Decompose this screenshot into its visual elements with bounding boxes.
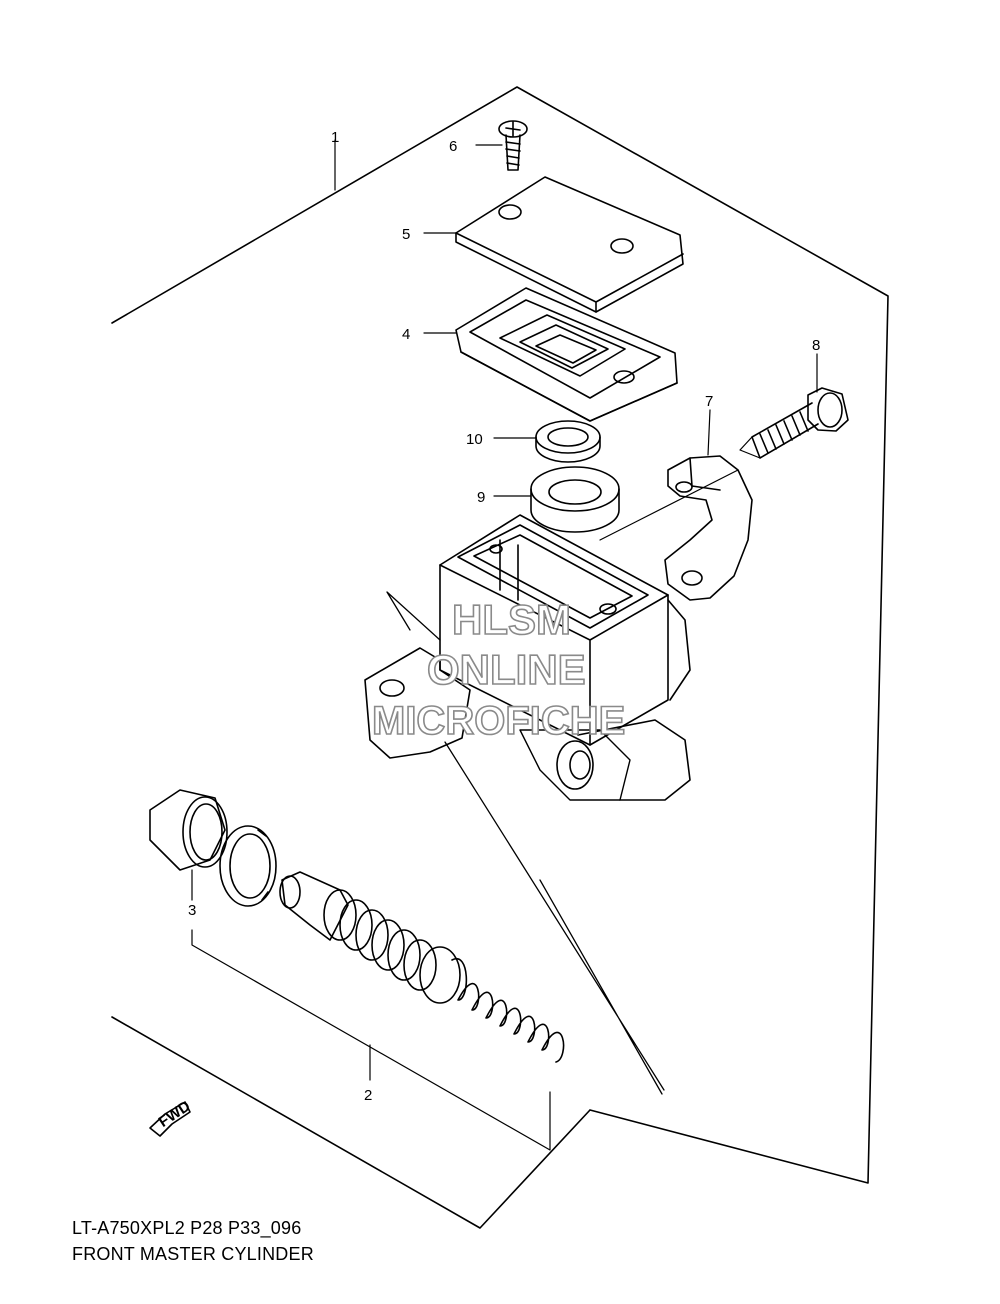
callout-8: 8: [812, 337, 820, 354]
callout-6: 6: [449, 138, 457, 155]
callout-10: 10: [466, 431, 483, 448]
callout-7: 7: [705, 393, 713, 410]
callout-5: 5: [402, 226, 410, 243]
watermark-line-1: HLSM: [452, 596, 571, 643]
spring: [451, 957, 565, 1063]
forward-arrow-icon: [149, 1101, 191, 1137]
diagram-title: FRONT MASTER CYLINDER: [72, 1244, 314, 1264]
part-4-plate: [455, 287, 678, 422]
assembly-outline: [111, 86, 889, 1229]
callout-4: 4: [402, 326, 410, 343]
master-cylinder-body: [364, 514, 691, 801]
watermark-line-2: ONLINE: [427, 646, 586, 693]
part-5-cap: [455, 176, 684, 313]
part-8-bolt: [739, 387, 849, 459]
circlip: [219, 825, 277, 907]
watermark: HLSM ONLINE MICROFICHE: [371, 595, 626, 744]
part-6-screw: [498, 120, 528, 171]
callout-1: 1: [331, 129, 339, 146]
callout-2: 2: [364, 1087, 372, 1104]
forward-arrow-label: FWD: [156, 1098, 194, 1131]
leader-lines: [191, 139, 818, 1151]
diagram-code: LT-A750XPL2 P28 P33_096: [72, 1218, 302, 1238]
watermark-line-3: MICROFICHE: [372, 699, 625, 743]
callout-3: 3: [188, 902, 196, 919]
part-2-piston: [279, 871, 461, 1004]
leader-lines-body: [386, 591, 665, 1095]
part-3-boot: [149, 789, 228, 871]
callout-9: 9: [477, 489, 485, 506]
part-7-clamp: [599, 455, 753, 601]
part-9-bushing: [530, 466, 620, 533]
part-10-ring: [535, 420, 601, 463]
